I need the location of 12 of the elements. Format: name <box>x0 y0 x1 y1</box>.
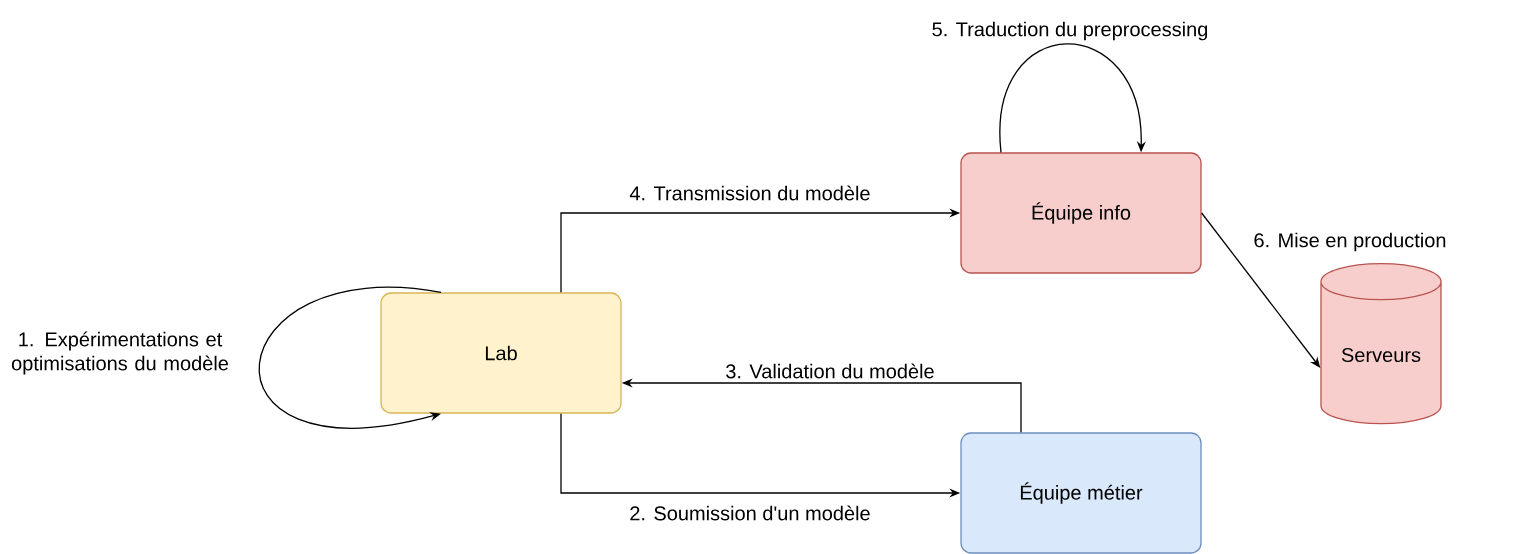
edge-label: 2. Soumission d'un modèle <box>628 504 872 522</box>
arrow <box>999 43 1146 153</box>
arrow <box>258 286 442 428</box>
edge-label: 4. Transmission du modèle <box>628 184 872 202</box>
edge-label: 6. Mise en production <box>1252 231 1448 253</box>
edge-label: 5. Traduction du preprocessing <box>930 20 1210 42</box>
database-cylinder: Serveurs <box>1320 263 1442 425</box>
process-box: Équipe métier <box>960 432 1202 554</box>
process-box: Lab <box>380 292 622 414</box>
process-box: Équipe info <box>960 152 1202 274</box>
edge-label: 1. Expérimentations et optimisations du modèle <box>0 330 241 376</box>
edge-label: 3. Validation du modèle <box>724 362 936 380</box>
